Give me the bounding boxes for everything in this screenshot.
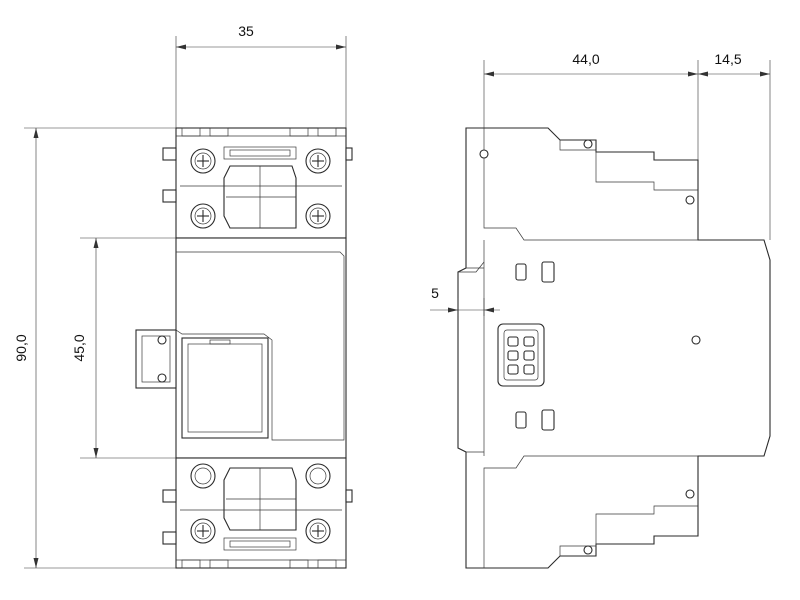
- screw-icon: [190, 203, 216, 229]
- front-view: 35 90,0 45,0: [13, 23, 353, 569]
- connector-icon: [497, 323, 545, 387]
- hole-icon: [691, 335, 701, 345]
- dimension-depth: 44,0: [483, 51, 699, 160]
- dimension-width: 35: [175, 23, 347, 128]
- dimension-rail-offset: 5: [430, 285, 500, 316]
- side-view: 44,0 14,5 5: [430, 51, 771, 569]
- screw-icon: [305, 518, 331, 544]
- depth-label: 44,0: [572, 51, 599, 67]
- screw-icon: [305, 148, 331, 174]
- ring-icon: [190, 463, 216, 489]
- rail-offset-label: 5: [431, 285, 439, 301]
- screw-icon: [190, 148, 216, 174]
- screw-icon: [305, 203, 331, 229]
- window-height-label: 45,0: [71, 334, 87, 361]
- dimension-window-height: 45,0: [71, 237, 176, 459]
- hole-icon: [583, 545, 593, 555]
- hole-icon: [685, 489, 695, 499]
- dimension-extra-depth: 14,5: [698, 51, 771, 240]
- top-terminal-block: [162, 127, 353, 239]
- hole-icon: [685, 195, 695, 205]
- height-label: 90,0: [13, 334, 29, 361]
- hole-icon: [479, 149, 489, 159]
- hole-icon: [583, 139, 593, 149]
- width-label: 35: [238, 23, 254, 39]
- extra-depth-label: 14,5: [714, 51, 741, 67]
- bottom-terminal-block: [162, 457, 353, 569]
- dimension-height: 90,0: [13, 127, 176, 569]
- screw-icon: [190, 518, 216, 544]
- front-body: [135, 237, 347, 459]
- ring-icon: [305, 463, 331, 489]
